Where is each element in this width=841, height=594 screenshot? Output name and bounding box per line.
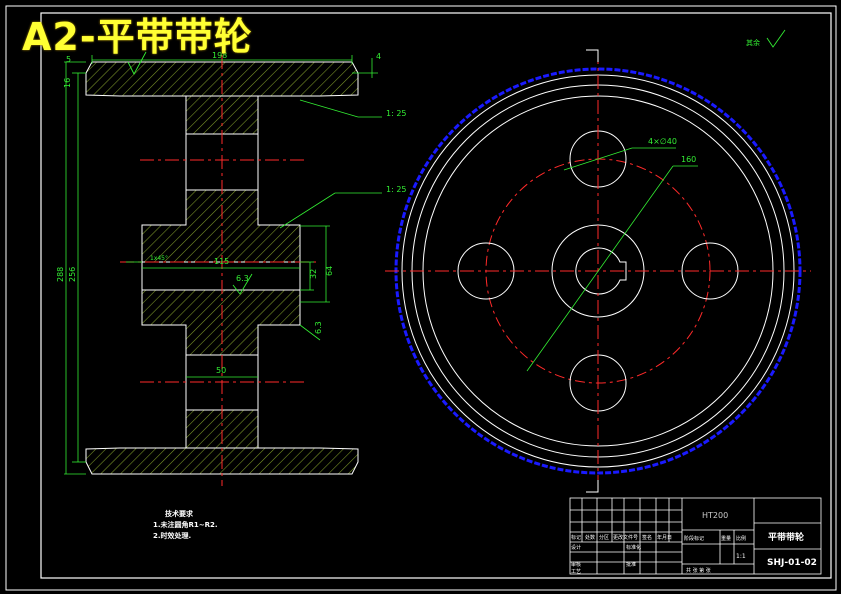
tb-approve: 批准 <box>626 561 636 568</box>
dim-taper-lower: 1: 25 <box>386 185 407 194</box>
dim-115: 115 <box>214 257 229 266</box>
tb-process: 工艺 <box>571 569 581 575</box>
tb-h3: 分区 <box>599 534 609 541</box>
dim-5: 5 <box>66 55 71 64</box>
tb-material: HT200 <box>702 511 728 520</box>
notes-line1: 1.未注圆角R1~R2. <box>153 520 218 529</box>
technical-notes: 技术要求 1.未注圆角R1~R2. 2.时效处理. <box>153 509 218 540</box>
web-outline <box>185 134 259 410</box>
tb-sheets: 共 张 第 张 <box>686 567 711 574</box>
dim-6.3-b: 6.3 <box>314 321 323 334</box>
outer-frame <box>5 5 837 591</box>
dim-256: 256 <box>68 267 77 282</box>
dim-pcd: 160 <box>681 155 696 164</box>
tb-h4: 更改文件号 <box>613 534 638 541</box>
dim-taper-upper: 1: 25 <box>386 109 407 118</box>
section-mark-bottom <box>586 480 599 493</box>
keyway-bore <box>575 247 627 295</box>
inner-frame <box>40 12 832 579</box>
tb-part-name: 平带带轮 <box>768 531 804 543</box>
roughness-other-label: 其余 <box>746 38 760 47</box>
tb-drawing-no: SHJ-01-02 <box>767 558 817 568</box>
tb-scale: 1:1 <box>736 553 746 560</box>
web-mid <box>141 189 301 263</box>
dim-holes: 4×∅40 <box>648 137 677 146</box>
web-mid-lower <box>141 289 301 356</box>
tb-checker: 审核 <box>571 561 581 568</box>
title-block-text: HT200 平带带轮 SHJ-01-02 1:1 标记 处数 分区 更改文件号 … <box>571 511 817 575</box>
rim-section <box>85 61 359 97</box>
leader-pcd <box>526 165 674 372</box>
tb-weight: 重量 <box>721 535 731 542</box>
notes-heading: 技术要求 <box>165 509 194 518</box>
tb-h1: 标记 <box>571 534 581 541</box>
tb-standard: 标准化 <box>626 544 641 551</box>
section-view <box>85 55 359 486</box>
overlay-title: A2-平带带轮 <box>22 15 253 59</box>
leader-holes <box>563 147 633 171</box>
dim-4: 4 <box>376 52 381 61</box>
front-view <box>385 49 811 493</box>
title-block <box>569 497 822 575</box>
section-mark-top <box>586 49 599 62</box>
dim-198: 198 <box>212 51 227 60</box>
tb-h2: 处数 <box>585 534 595 541</box>
dim-32: 32 <box>309 269 318 279</box>
dim-50: 50 <box>216 366 226 375</box>
dim-16: 16 <box>63 78 72 88</box>
dim-6.3-a: 6.3 <box>236 274 249 283</box>
dim-288: 288 <box>56 267 65 282</box>
bore <box>141 261 301 291</box>
dimensions <box>64 55 382 475</box>
dim-chamfer: 1x45° <box>150 255 168 262</box>
dim-labels: 198 4 5 16 288 256 1: 25 1: 25 1x45° 115… <box>56 51 407 375</box>
tb-ratio: 比例 <box>736 535 746 542</box>
tb-stage: 阶段标记 <box>684 535 704 542</box>
tb-designer: 设计 <box>571 544 581 551</box>
roughness-symbols <box>127 29 786 295</box>
tb-h6: 年月日 <box>657 534 672 541</box>
dim-64: 64 <box>325 266 334 276</box>
tb-h5: 签名 <box>642 534 652 541</box>
web-lower <box>185 409 259 449</box>
notes-line2: 2.时效处理. <box>153 531 191 540</box>
